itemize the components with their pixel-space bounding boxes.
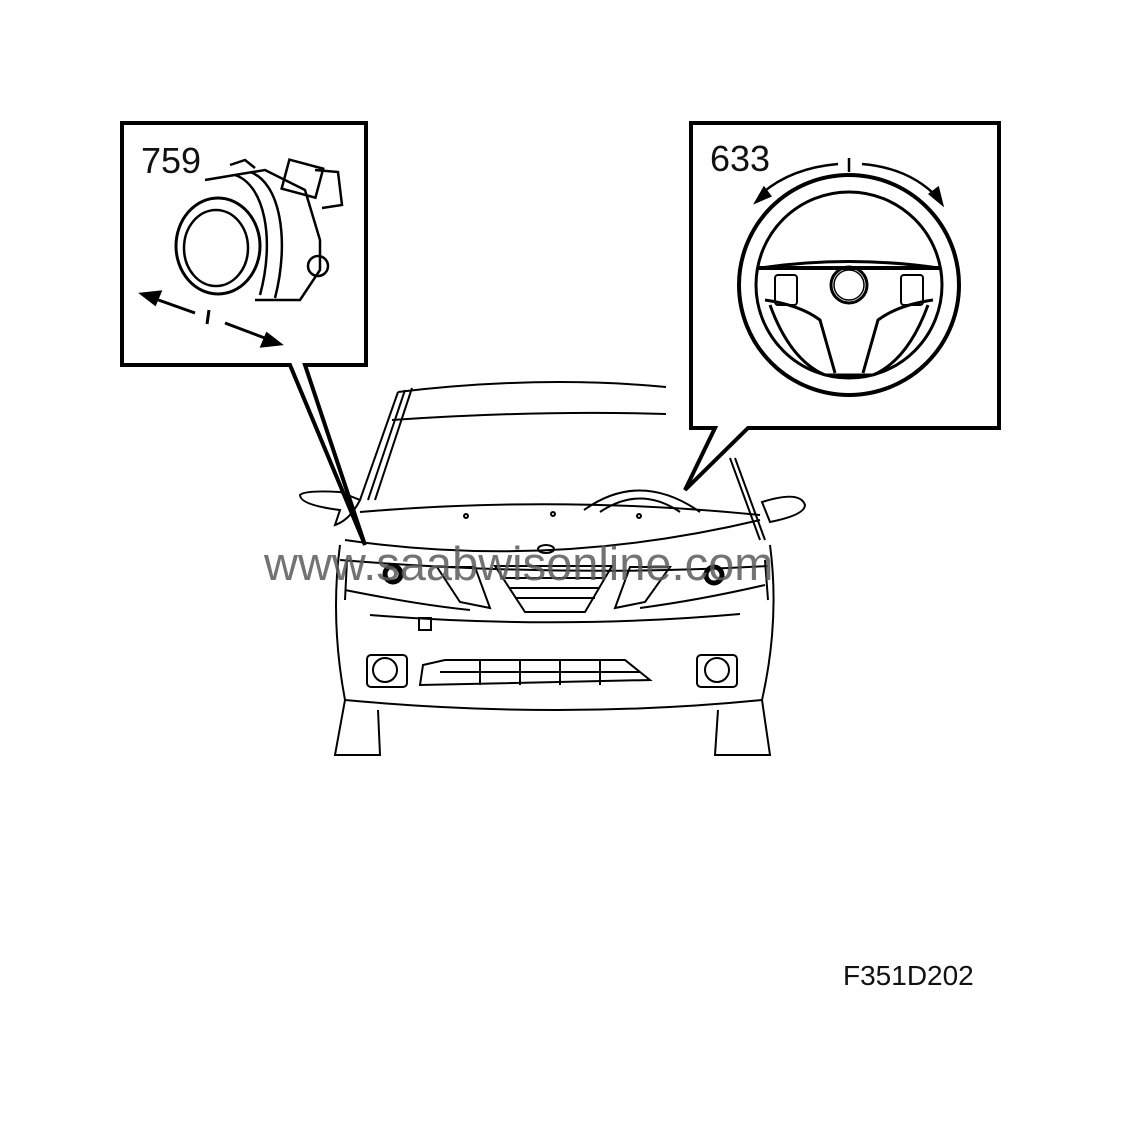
figure-id: F351D202: [843, 960, 974, 991]
marker-633: [703, 564, 725, 586]
callout-number-633: 633: [710, 138, 771, 179]
callout-number-759: 759: [141, 140, 202, 181]
rotate-arrow-icon: [753, 158, 945, 208]
adjust-arrow-icon: [138, 290, 284, 348]
callout-box-759: [120, 121, 368, 546]
marker-759: [382, 563, 404, 585]
fog-lamp-icon: [174, 158, 344, 302]
watermark: www.saabwisonline.com: [264, 537, 774, 590]
car-front-outline: [298, 381, 807, 756]
steering-wheel-icon: [737, 173, 961, 397]
